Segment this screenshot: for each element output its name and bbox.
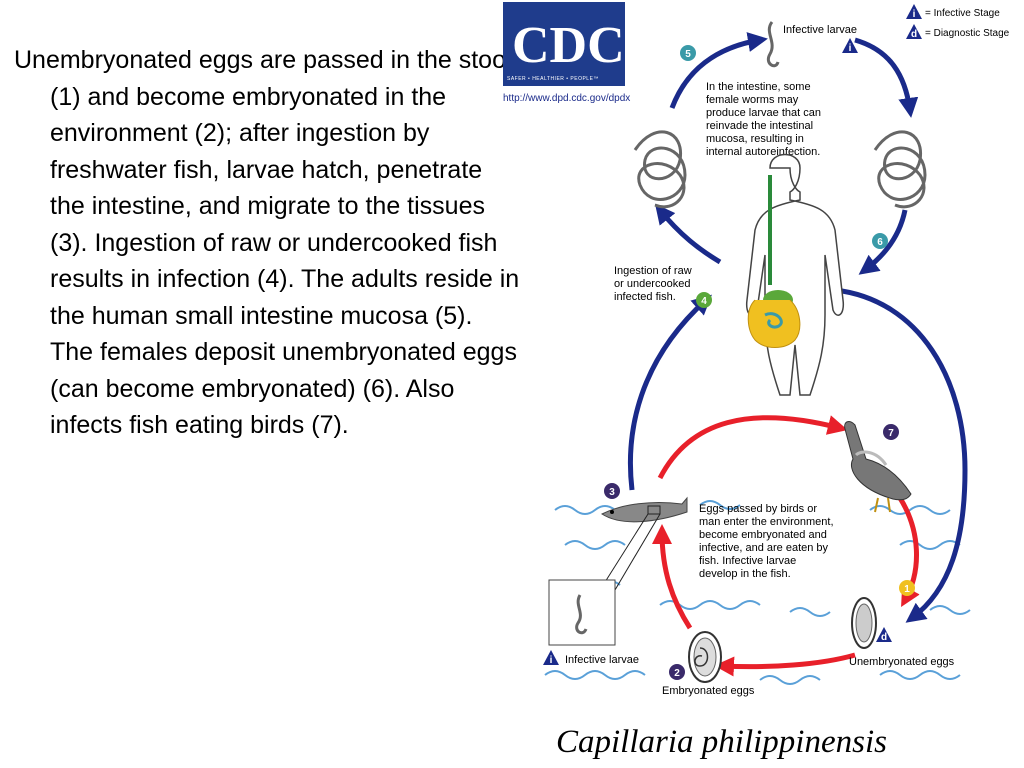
fish-icon: [599, 496, 688, 591]
human-body-icon: [745, 153, 845, 396]
label-unembryonated-eggs: Unembryonated eggs: [849, 656, 955, 668]
cdc-logo: CDC SAFER • HEALTHIER • PEOPLE™: [503, 2, 625, 86]
cdc-url: http://www.dpd.cdc.gov/dpdx: [503, 93, 630, 104]
svg-text:internal autoreinfection.: internal autoreinfection.: [706, 146, 820, 158]
svg-text:Eggs passed by birds or: Eggs passed by birds or: [699, 503, 817, 515]
infective-stage-marker-bottom: i: [543, 650, 559, 666]
eggs-note: Eggs passed by birds or man enter the en…: [699, 503, 834, 580]
species-caption: Capillaria philippinensis: [556, 724, 887, 760]
bird-icon: [844, 421, 912, 513]
embryonated-egg-icon: [688, 631, 722, 683]
step-7-marker: 7: [883, 424, 899, 440]
legend-diagnostic-icon: d: [906, 24, 922, 40]
adult-worm-right-icon: [873, 130, 927, 209]
svg-text:7: 7: [888, 428, 894, 439]
svg-text:d: d: [911, 29, 917, 40]
svg-text:female worms may: female worms may: [706, 94, 799, 106]
svg-text:1: 1: [904, 584, 910, 595]
step-6-marker: 6: [872, 233, 888, 249]
svg-text:produce larvae that can: produce larvae that can: [706, 107, 821, 119]
svg-text:reinvade the intestinal: reinvade the intestinal: [706, 120, 813, 132]
svg-text:infective, and are eaten by: infective, and are eaten by: [699, 542, 829, 554]
svg-text:6: 6: [877, 237, 883, 248]
step-4-marker: 4: [696, 292, 712, 308]
intestine-note: In the intestine, some female worms may …: [706, 81, 821, 158]
svg-text:mucosa, resulting in: mucosa, resulting in: [706, 133, 804, 145]
cdc-logo-background: [503, 2, 625, 86]
infective-stage-marker-top: i: [842, 38, 858, 54]
ingestion-note: Ingestion of raw or undercooked infected…: [614, 265, 692, 303]
unembryonated-egg-icon: [851, 597, 877, 649]
label-embryonated-eggs: Embryonated eggs: [662, 685, 755, 697]
description-text: Unembryonated eggs are passed in the sto…: [14, 46, 520, 439]
legend: i = Infective Stage d = Diagnostic Stage: [906, 4, 1010, 40]
cdc-logo-name: CDC: [512, 17, 625, 74]
svg-text:2: 2: [674, 668, 680, 679]
environment-cycle-arrows: [652, 415, 920, 677]
step-1-marker: 1: [899, 580, 915, 596]
infective-larva-box: [548, 579, 616, 646]
svg-text:In the intestine, some: In the intestine, some: [706, 81, 811, 93]
legend-infective-icon: i: [906, 4, 922, 20]
step-2-marker: 2: [669, 664, 685, 680]
adult-worm-left-icon: [633, 130, 687, 209]
svg-text:infected fish.: infected fish.: [614, 291, 676, 303]
water-waves: [544, 500, 971, 685]
diagnostic-stage-marker: d: [876, 627, 892, 643]
svg-text:i: i: [913, 9, 916, 20]
legend-diagnostic-text: = Diagnostic Stage: [925, 28, 1010, 39]
step-3-marker: 3: [604, 483, 620, 499]
svg-text:develop in the fish.: develop in the fish.: [699, 568, 791, 580]
svg-text:or undercooked: or undercooked: [614, 278, 690, 290]
svg-text:i: i: [849, 43, 852, 54]
svg-text:5: 5: [685, 49, 691, 60]
svg-text:become embryonated and: become embryonated and: [699, 529, 827, 541]
svg-text:4: 4: [701, 296, 707, 307]
human-cycle-arrows: [627, 32, 968, 623]
legend-infective-text: = Infective Stage: [925, 8, 1000, 19]
step-5-marker: 5: [680, 45, 696, 61]
svg-text:Ingestion of raw: Ingestion of raw: [614, 265, 692, 277]
svg-text:d: d: [881, 632, 887, 643]
label-infective-larvae-bottom: Infective larvae: [565, 654, 639, 666]
label-infective-larvae-top: Infective larvae: [783, 24, 857, 36]
svg-text:i: i: [550, 655, 553, 666]
cdc-logo-tagline: SAFER • HEALTHIER • PEOPLE™: [507, 76, 599, 82]
svg-text:fish. Infective larvae: fish. Infective larvae: [699, 555, 796, 567]
svg-text:3: 3: [609, 487, 615, 498]
svg-text:man enter the environment,: man enter the environment,: [699, 516, 834, 528]
infective-larva-top-icon: [766, 21, 780, 68]
